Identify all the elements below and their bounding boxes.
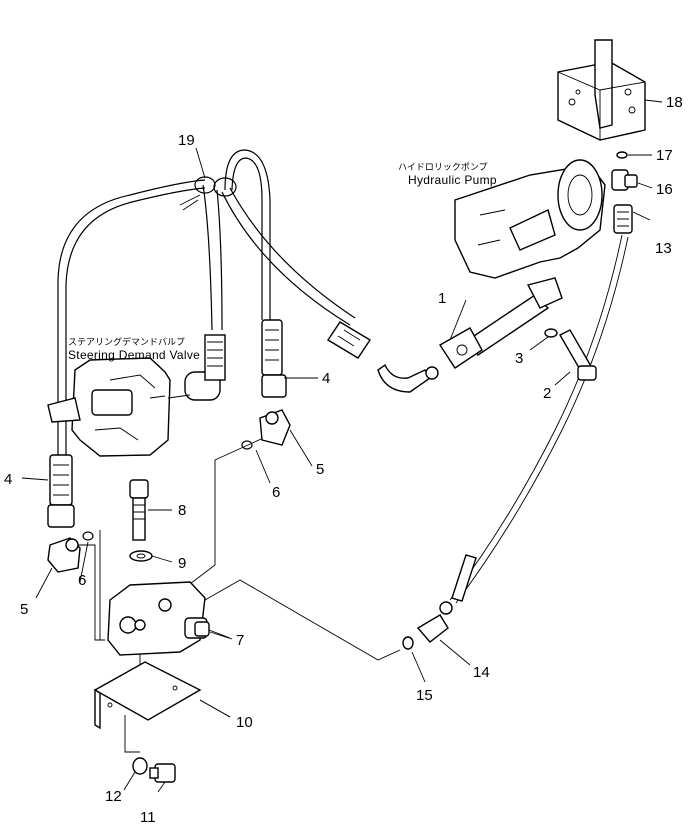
steering-demand-valve bbox=[47, 334, 226, 457]
callout-13: 13 bbox=[655, 240, 672, 257]
elbow-5-upper bbox=[241, 409, 291, 450]
callout-18: 18 bbox=[666, 94, 683, 111]
callout-3: 3 bbox=[515, 350, 523, 367]
callout-7: 7 bbox=[236, 632, 244, 649]
callout-15: 15 bbox=[416, 687, 433, 704]
valve-block bbox=[107, 581, 208, 656]
callout-6-upper: 6 bbox=[272, 484, 280, 501]
hose-left-loop bbox=[57, 179, 206, 455]
callout-5-lower: 5 bbox=[20, 601, 28, 618]
callout-5-upper: 5 bbox=[316, 461, 324, 478]
callout-4-right: 4 bbox=[322, 370, 330, 387]
washer-3 bbox=[544, 328, 558, 338]
callout-11: 11 bbox=[140, 809, 156, 824]
hose-lines bbox=[50, 149, 629, 753]
callout-10: 10 bbox=[236, 714, 253, 731]
hose-14 bbox=[416, 554, 477, 643]
hose-4-left bbox=[47, 454, 75, 528]
callout-12: 12 bbox=[105, 788, 122, 805]
elbow-5-lower bbox=[47, 531, 94, 573]
block-18 bbox=[557, 39, 646, 141]
bracket-10 bbox=[93, 661, 231, 730]
hose-pump-elbow bbox=[327, 321, 439, 393]
callout-14: 14 bbox=[473, 664, 490, 681]
bolt-8 bbox=[129, 479, 149, 541]
callout-8: 8 bbox=[178, 502, 186, 519]
oring-15 bbox=[402, 636, 414, 650]
oring-17 bbox=[616, 151, 628, 159]
callout-6-lower: 6 bbox=[78, 572, 86, 589]
steering-valve-label-jp: ステアリングデマンドバルブ bbox=[68, 336, 185, 348]
pipe-1 bbox=[439, 277, 563, 369]
callout-1: 1 bbox=[438, 290, 446, 307]
washer-12 bbox=[132, 757, 148, 775]
callout-9: 9 bbox=[178, 555, 186, 572]
fitting-7 bbox=[194, 621, 231, 639]
steering-valve-label-en: Steering Demand Valve bbox=[68, 348, 200, 362]
bolt-2 bbox=[559, 329, 597, 381]
washer-9 bbox=[129, 550, 153, 562]
hose-to-pump bbox=[221, 191, 351, 326]
hose-clamp-to-valve bbox=[202, 184, 213, 331]
hose-pump-to-elbow bbox=[449, 234, 623, 601]
hydraulic-pump bbox=[454, 159, 606, 279]
callout-19: 19 bbox=[178, 132, 195, 149]
callout-16: 16 bbox=[656, 181, 673, 198]
callout-17: 17 bbox=[656, 147, 673, 164]
callout-4-left: 4 bbox=[4, 471, 12, 488]
connector-16 bbox=[611, 169, 638, 191]
hose-4-right bbox=[261, 319, 318, 398]
hose-13 bbox=[613, 204, 633, 234]
hose-top-arc bbox=[224, 149, 271, 320]
leader-lines bbox=[21, 99, 663, 793]
hydraulic-pump-label-en: Hydraulic Pump bbox=[408, 173, 497, 187]
plug-11 bbox=[149, 763, 176, 783]
hydraulic-pump-label-jp: ハイドロリックポンプ bbox=[398, 162, 488, 173]
callout-2: 2 bbox=[543, 385, 551, 402]
